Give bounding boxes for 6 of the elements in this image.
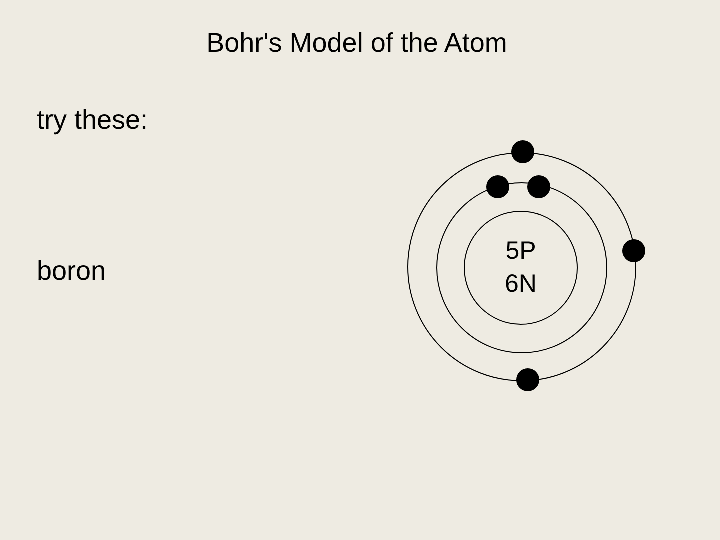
element-name: boron [37,256,106,287]
particle-count: 6N [505,269,537,300]
nucleus-circle [464,211,578,325]
particle-count: 5P [506,236,536,267]
title: Bohr's Model of the Atom [206,28,508,59]
instruction-text: try these: [37,105,148,136]
